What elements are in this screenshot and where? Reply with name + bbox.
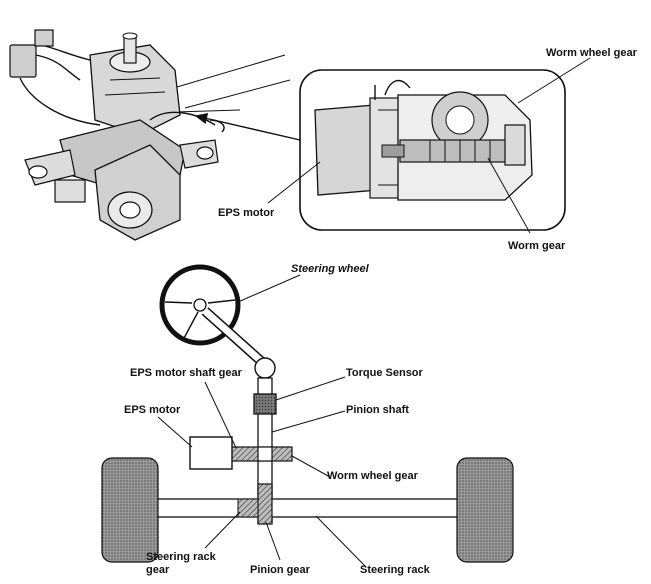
eps-assembly-illustration: [9, 29, 291, 241]
leader-steering-wheel: [237, 274, 301, 303]
label-worm-wheel-gear-bottom: Worm wheel gear: [327, 470, 419, 482]
steering-rack-gear-shape: [237, 498, 259, 518]
leader-worm-wheel-top: [517, 57, 591, 104]
leader-pinion-gear: [265, 521, 281, 561]
eps-motor-box: [189, 436, 233, 470]
left-wheel: [101, 457, 159, 563]
label-steering-rack: Steering rack: [360, 564, 431, 576]
steering-wheel-rim: [159, 264, 241, 346]
leader-eps-motor-top: [267, 161, 321, 204]
label-eps-motor-top: EPS motor: [218, 207, 275, 219]
label-worm-gear: Worm gear: [508, 240, 566, 252]
eps-schematic: [101, 264, 514, 563]
pinion-gear-shape: [257, 483, 273, 525]
cutaway-inset: [299, 69, 566, 231]
leader-worm-wheel-bottom: [291, 455, 331, 478]
label-worm-wheel-gear-top: Worm wheel gear: [546, 47, 638, 59]
steering-wheel-hub: [193, 298, 207, 312]
label-steering-rack-gear-line2: gear: [146, 564, 170, 576]
label-pinion-shaft: Pinion shaft: [346, 404, 409, 416]
universal-joint: [254, 357, 276, 379]
right-wheel: [456, 457, 514, 563]
leader-eps-motor-shaft-gear: [204, 381, 237, 449]
leader-steering-rack-gear: [204, 511, 241, 549]
leader-steering-rack: [315, 515, 366, 567]
label-steering-wheel: Steering wheel: [291, 263, 370, 275]
label-eps-motor-shaft-gear: EPS motor shaft gear: [130, 367, 243, 379]
label-torque-sensor: Torque Sensor: [346, 367, 424, 379]
steering-rack-bar: [147, 498, 463, 518]
leader-worm-gear: [487, 157, 531, 234]
leader-pinion-shaft: [271, 410, 346, 433]
leader-eps-motor-bottom: [157, 416, 193, 448]
inset-pointer-tail: [209, 119, 225, 133]
label-eps-motor-bottom: EPS motor: [124, 404, 181, 416]
label-pinion-gear: Pinion gear: [250, 564, 311, 576]
leader-torque-sensor: [275, 376, 346, 401]
label-steering-rack-gear-line1: Steering rack: [146, 551, 217, 563]
torque-sensor: [253, 393, 277, 415]
